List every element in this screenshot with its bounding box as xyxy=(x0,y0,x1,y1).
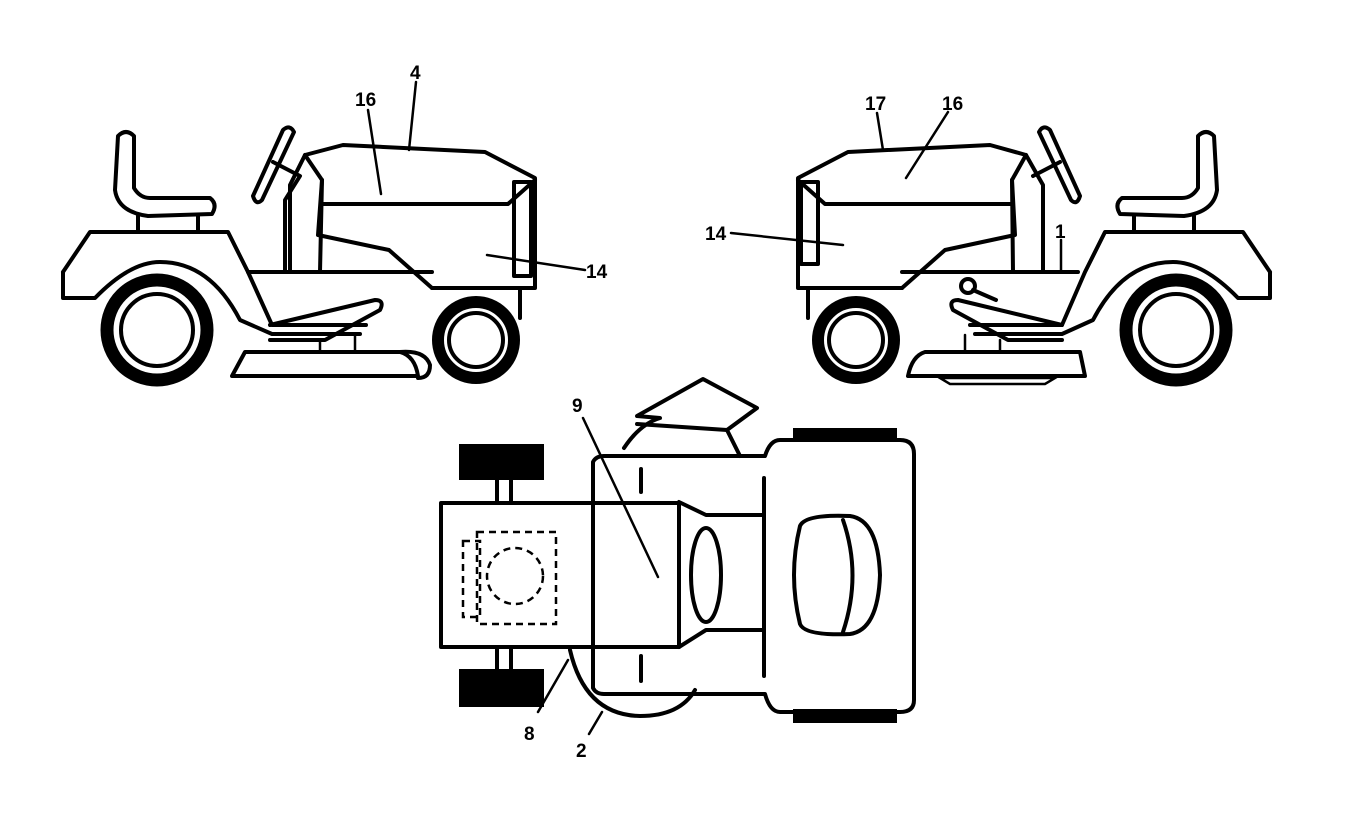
rear-fender xyxy=(61,230,368,336)
callout-1: 1 xyxy=(1055,222,1066,243)
frame-rail xyxy=(806,270,1080,320)
control-lever xyxy=(971,288,998,302)
callout-16-right: 16 xyxy=(942,94,963,115)
rear-body xyxy=(591,438,916,714)
steering-column xyxy=(1031,160,1062,178)
callout-14-left: 14 xyxy=(586,262,608,283)
discharge-chute-edge xyxy=(635,422,729,432)
deck-chute xyxy=(398,349,432,380)
front-wheel-rim xyxy=(827,311,885,369)
dash-panel xyxy=(1010,153,1045,274)
tractor-right-side-view: 17 16 14 1 xyxy=(705,94,1272,387)
mower-deck xyxy=(230,350,420,378)
callout-4: 4 xyxy=(410,63,421,84)
leader-14-left xyxy=(485,253,587,272)
callout-8: 8 xyxy=(524,724,535,745)
rear-wheel-tire xyxy=(1119,273,1233,387)
deck-hanger xyxy=(318,333,357,354)
tractor-left-side-view: 4 16 14 xyxy=(61,63,608,387)
hood-panel-line xyxy=(320,178,537,206)
front-wheel-rim xyxy=(447,311,505,369)
callout-17: 17 xyxy=(865,94,886,115)
rear-wheel-rim xyxy=(119,292,195,368)
leader-8 xyxy=(536,658,570,714)
rear-fender xyxy=(968,230,1272,336)
foot-pedal xyxy=(949,298,1064,342)
front-axle-stub xyxy=(495,478,513,671)
steering-column xyxy=(271,160,302,274)
leader-2 xyxy=(587,710,604,736)
engine-flywheel-outline xyxy=(485,546,545,606)
mower-deck xyxy=(906,350,1087,378)
tractor-top-view: 9 8 2 xyxy=(439,377,916,762)
leader-9 xyxy=(581,416,660,579)
hood-panel-line xyxy=(796,178,1014,206)
dash-panel xyxy=(288,153,324,274)
frame-rail xyxy=(246,270,522,320)
grille xyxy=(512,180,533,278)
leader-16-left xyxy=(366,108,383,196)
front-wheel-tire xyxy=(812,296,900,384)
control-lever-knob xyxy=(959,277,977,295)
front-wheel-tire xyxy=(432,296,520,384)
callout-9: 9 xyxy=(572,396,583,417)
mower-deck-curve xyxy=(568,648,697,718)
hood-top xyxy=(439,501,681,649)
leader-4 xyxy=(407,80,418,152)
rear-wheel-rim xyxy=(1138,292,1214,368)
seat xyxy=(1115,130,1219,218)
deck-hanger xyxy=(963,333,1002,354)
seat-back-top xyxy=(841,518,855,634)
callout-16-left: 16 xyxy=(355,90,376,111)
leader-14-right xyxy=(729,231,845,247)
callout-14-right: 14 xyxy=(705,224,727,245)
seat-post xyxy=(1132,214,1196,234)
seat-post xyxy=(136,214,200,234)
rear-wheel-tire xyxy=(100,273,214,387)
deck-underside xyxy=(935,376,1060,386)
engine-accessory-outline xyxy=(461,539,482,619)
steering-wheel xyxy=(251,125,296,205)
steering-wheel xyxy=(1037,125,1082,205)
seat xyxy=(113,130,217,218)
hood xyxy=(303,143,537,290)
leader-16-right xyxy=(904,110,950,180)
front-wheel-top-right xyxy=(459,669,544,707)
seat-top xyxy=(792,513,882,637)
discharge-chute xyxy=(622,377,759,458)
front-wheel-top-left xyxy=(459,444,544,480)
foot-pedal xyxy=(268,298,384,342)
steering-wheel-top xyxy=(689,526,723,624)
callout-2: 2 xyxy=(576,741,587,762)
steering-column-top xyxy=(677,500,766,649)
engine-outline xyxy=(475,530,558,626)
grille xyxy=(799,180,820,266)
leader-17 xyxy=(875,111,885,152)
